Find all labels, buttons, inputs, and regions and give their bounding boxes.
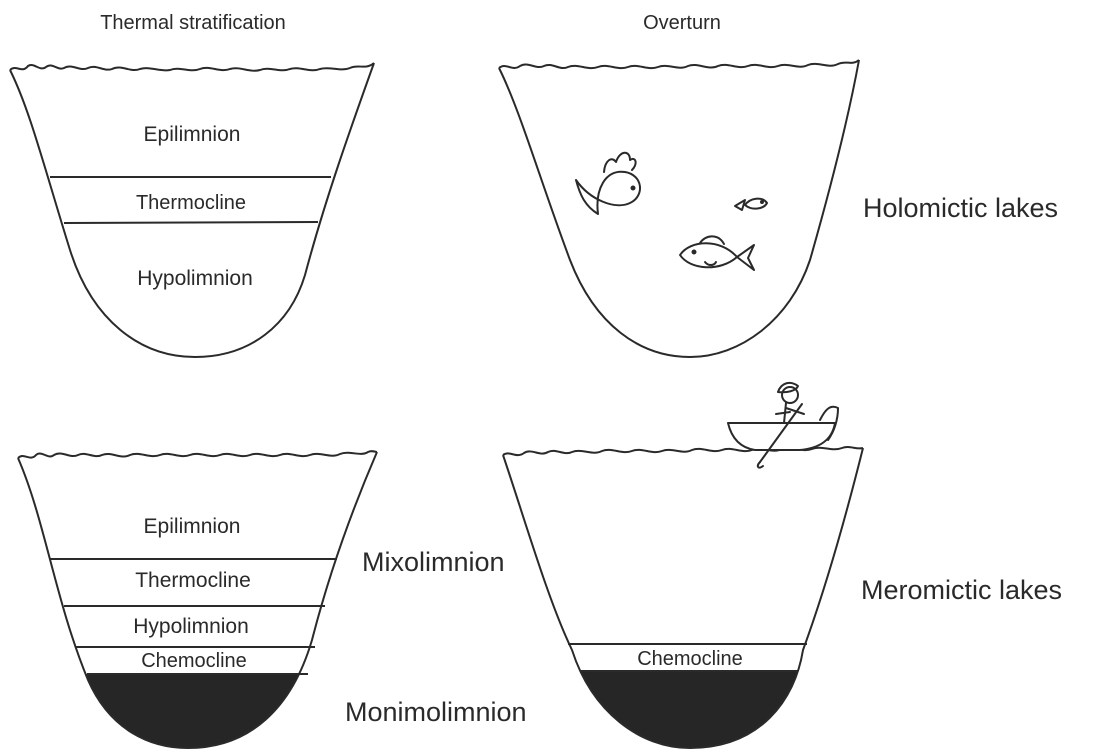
layer-label-epilimnion: Epilimnion bbox=[144, 515, 241, 538]
meromictic-stratified-basin bbox=[0, 451, 400, 750]
thermocline-hypolimnion-boundary bbox=[64, 222, 318, 223]
monimolimnion-layer bbox=[0, 674, 400, 750]
header-thermal-stratification: Thermal stratification bbox=[100, 12, 286, 34]
label-meromictic-lakes: Meromictic lakes bbox=[861, 575, 1062, 605]
fish-icon bbox=[735, 199, 767, 210]
water-surface bbox=[18, 451, 377, 458]
label-holomictic-lakes: Holomictic lakes bbox=[863, 193, 1058, 223]
overturn-lake-basin bbox=[499, 60, 859, 357]
label-monimolimnion: Monimolimnion bbox=[345, 697, 527, 727]
water-surface bbox=[499, 60, 859, 68]
layer-label-thermocline: Thermocline bbox=[136, 192, 246, 214]
meromictic-lake-basin bbox=[500, 447, 880, 750]
layer-label-thermocline: Thermocline bbox=[135, 569, 251, 592]
rowboat-icon bbox=[728, 383, 838, 468]
layer-label-epilimnion: Epilimnion bbox=[144, 123, 241, 146]
layer-label-hypolimnion: Hypolimnion bbox=[137, 267, 253, 290]
header-overturn: Overturn bbox=[643, 12, 721, 34]
basin-outline bbox=[499, 60, 859, 357]
layer-label-chemocline: Chemocline bbox=[637, 648, 743, 670]
water-surface bbox=[10, 63, 374, 71]
layer-label-hypolimnion: Hypolimnion bbox=[133, 615, 249, 638]
fish-icon bbox=[576, 153, 640, 214]
label-mixolimnion: Mixolimnion bbox=[362, 547, 505, 577]
monimolimnion-layer bbox=[500, 671, 880, 750]
fish-icon bbox=[680, 236, 754, 270]
layer-label-chemocline: Chemocline bbox=[141, 650, 247, 672]
